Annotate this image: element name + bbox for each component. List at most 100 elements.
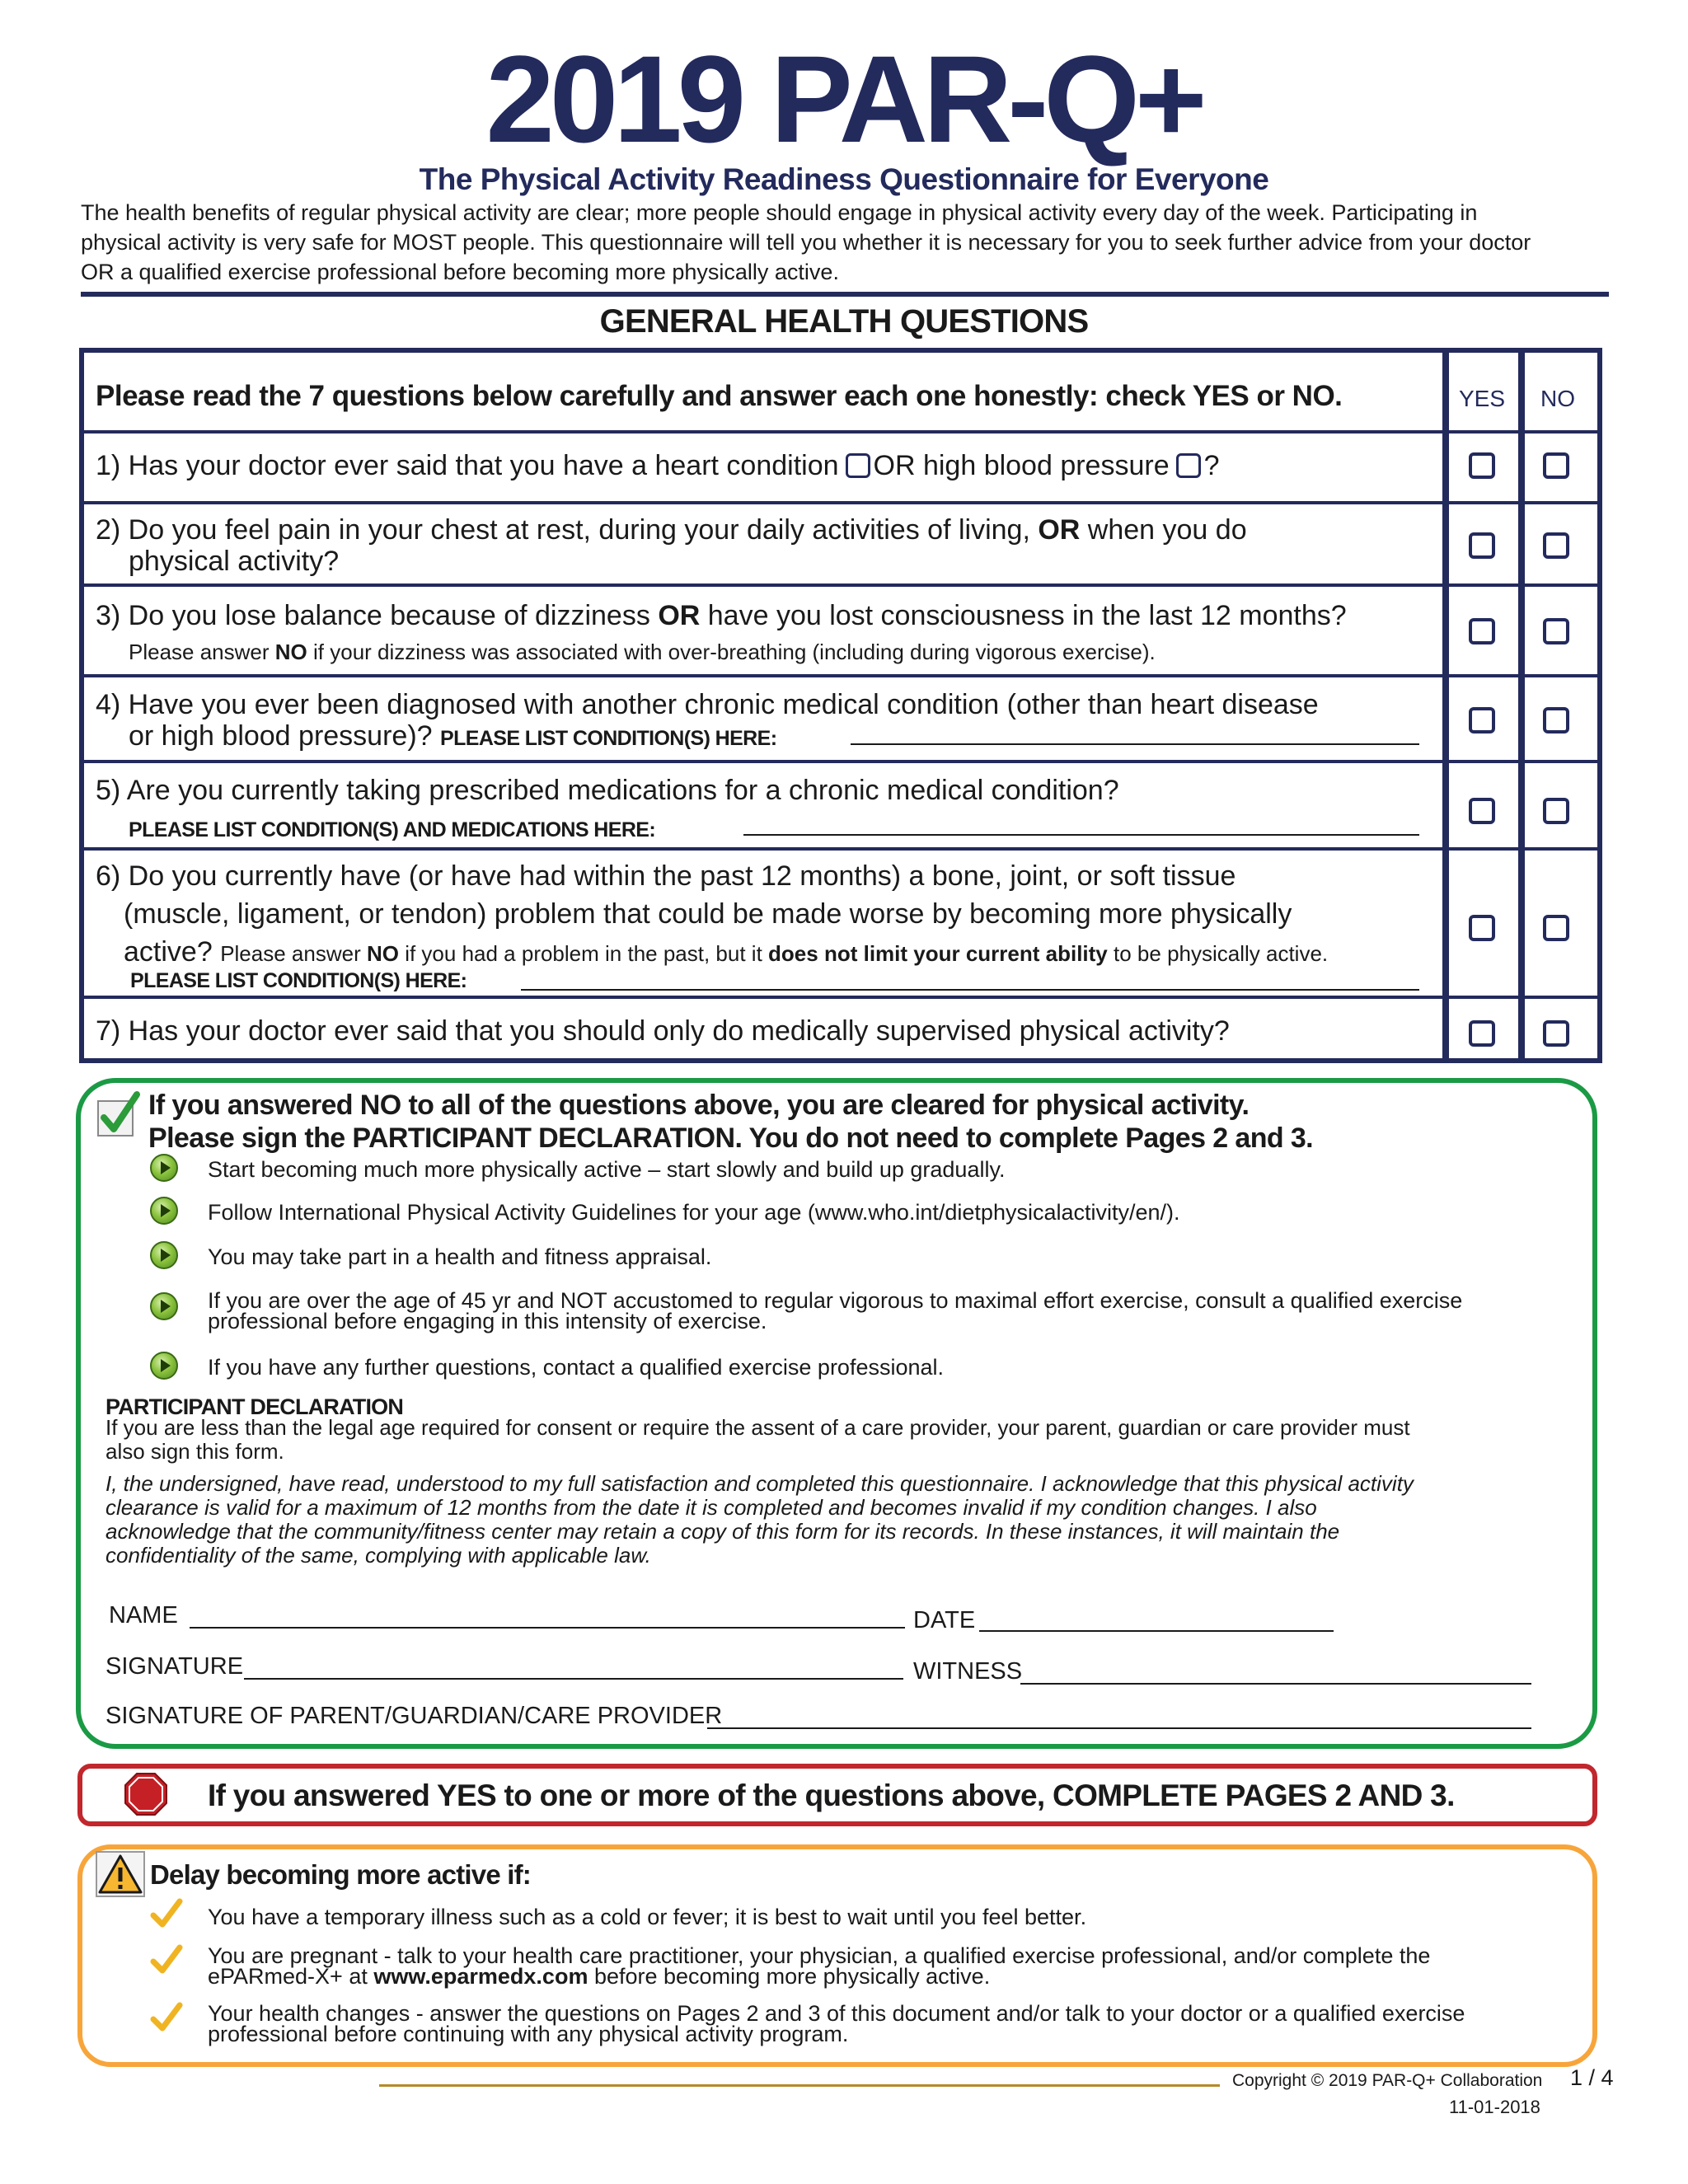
yellow-check-icon	[150, 1944, 183, 1974]
q1-no-checkbox[interactable]	[1543, 452, 1569, 479]
question-4-text-b: or high blood pressure)?	[129, 720, 433, 752]
question-4-list-field[interactable]	[851, 743, 1419, 745]
delay-item: You are pregnant - talk to your health c…	[208, 1943, 1559, 1989]
date-label: DATE	[913, 1607, 976, 1633]
q1-yes-checkbox[interactable]	[1469, 452, 1495, 479]
intro-paragraph: The health benefits of regular physical …	[81, 198, 1614, 287]
stop-sign-icon	[124, 1773, 167, 1816]
q4-no-checkbox[interactable]	[1543, 707, 1569, 733]
question-3-note: Please answer NO if your dizziness was a…	[96, 636, 1347, 668]
declaration-paragraph-2: I, the undersigned, have read, understoo…	[106, 1472, 1573, 1568]
question-7: 7) Has your doctor ever said that you sh…	[96, 1015, 1230, 1047]
question-2: 2) Do you feel pain in your chest at res…	[96, 514, 1247, 577]
copyright-notice: Copyright © 2019 PAR-Q+ Collaboration	[1232, 2071, 1543, 2090]
q2-yes-checkbox[interactable]	[1469, 532, 1495, 559]
q2-no-checkbox[interactable]	[1543, 532, 1569, 559]
note-no: NO	[366, 941, 399, 966]
question-6-list-field[interactable]	[521, 989, 1419, 991]
question-5: 5) Are you currently taking prescribed m…	[96, 775, 1119, 846]
question-1-text: 1) Has your doctor ever said that you ha…	[96, 450, 839, 481]
page-number: 1 / 4	[1570, 2065, 1614, 2090]
q3-no-checkbox[interactable]	[1543, 618, 1569, 644]
delay-item-line: professional before continuing with any …	[208, 2022, 849, 2046]
intro-line: physical activity is very safe for MOST …	[81, 230, 1531, 255]
delay-item-line: Your health changes - answer the questio…	[208, 2001, 1465, 2026]
high-blood-pressure-checkbox[interactable]	[1175, 453, 1201, 478]
question-5-list-field[interactable]	[743, 834, 1419, 836]
declaration-line: clearance is valid for a maximum of 12 m…	[106, 1495, 1317, 1520]
declaration-title: PARTICIPANT DECLARATION	[106, 1394, 404, 1419]
declaration-line: acknowledge that the community/fitness c…	[106, 1519, 1340, 1544]
q6-yes-checkbox[interactable]	[1469, 915, 1495, 941]
cleared-bullet: You may take part in a health and fitnes…	[208, 1244, 712, 1269]
question-3: 3) Do you lose balance because of dizzin…	[96, 600, 1347, 668]
question-1-text-c: ?	[1203, 450, 1220, 481]
play-bullet-icon	[150, 1352, 178, 1380]
declaration-line: also sign this form.	[106, 1439, 284, 1464]
play-bullet-icon	[150, 1292, 178, 1320]
question-1-text-b: OR high blood pressure	[873, 450, 1170, 481]
revision-date: 11-01-2018	[1449, 2097, 1540, 2117]
question-3-or: OR	[658, 600, 701, 631]
stop-message: If you answered YES to one or more of th…	[208, 1779, 1455, 1812]
note-bold: does not limit your current ability	[768, 941, 1108, 966]
note-text: Please answer	[220, 941, 361, 966]
eparmedx-link[interactable]: www.eparmedx.com	[373, 1964, 588, 1989]
warning-icon	[96, 1851, 145, 1897]
date-field[interactable]	[979, 1630, 1334, 1632]
delay-item: Your health changes - answer the questio…	[208, 2001, 1559, 2046]
signature-field[interactable]	[244, 1678, 903, 1680]
question-6-text: 6) Do you currently have (or have had wi…	[96, 860, 1236, 892]
q7-yes-checkbox[interactable]	[1469, 1020, 1495, 1047]
question-2-text-b: when you do	[1087, 514, 1247, 546]
play-bullet-icon	[150, 1154, 178, 1182]
yellow-check-icon	[150, 1898, 183, 1928]
yellow-check-icon	[150, 2002, 183, 2032]
question-2-or: OR	[1038, 514, 1081, 546]
table-instruction: Please read the 7 questions below carefu…	[96, 380, 1343, 412]
q7-no-checkbox[interactable]	[1543, 1020, 1569, 1047]
no-column-header: NO	[1540, 386, 1575, 411]
footer-divider	[379, 2084, 1220, 2087]
question-6-text-c: active?	[124, 936, 213, 968]
signature-label: SIGNATURE	[106, 1653, 244, 1680]
question-3-text-b: have you lost consciousness in the last …	[707, 600, 1347, 631]
question-4-text: 4) Have you ever been diagnosed with ano…	[96, 689, 1319, 720]
question-3-text: 3) Do you lose balance because of dizzin…	[96, 600, 650, 631]
question-2-text: 2) Do you feel pain in your chest at res…	[96, 514, 1030, 546]
q5-no-checkbox[interactable]	[1543, 798, 1569, 824]
delay-item-line: You are pregnant - talk to your health c…	[208, 1943, 1431, 1968]
green-check-icon	[97, 1091, 140, 1137]
q5-yes-checkbox[interactable]	[1469, 798, 1495, 824]
name-field[interactable]	[190, 1627, 905, 1629]
page-title: 2019 PAR-Q+	[485, 30, 1207, 168]
q4-yes-checkbox[interactable]	[1469, 707, 1495, 733]
question-6: 6) Do you currently have (or have had wi…	[96, 857, 1328, 972]
header-divider	[81, 292, 1609, 297]
note-text: if you had a problem in the past, but it	[405, 941, 762, 966]
q6-no-checkbox[interactable]	[1543, 915, 1569, 941]
declaration-line: I, the undersigned, have read, understoo…	[106, 1471, 1414, 1496]
question-6-note: Please answer NO if you had a problem in…	[220, 941, 1328, 966]
delay-panel	[77, 1844, 1597, 2067]
question-1: 1) Has your doctor ever said that you ha…	[96, 450, 1220, 481]
cleared-title: If you answered NO to all of the questio…	[148, 1090, 1250, 1121]
cleared-panel	[76, 1078, 1597, 1749]
section-title: GENERAL HEALTH QUESTIONS	[599, 303, 1090, 340]
q3-yes-checkbox[interactable]	[1469, 618, 1495, 644]
table-row-divider	[84, 501, 1597, 504]
declaration-paragraph-1: If you are less than the legal age requi…	[106, 1416, 1573, 1464]
note-text: to be physically active.	[1114, 941, 1329, 966]
table-row-divider	[84, 760, 1597, 763]
page-subtitle: The Physical Activity Readiness Question…	[419, 162, 1269, 196]
table-column-divider	[1518, 353, 1525, 1058]
cleared-bullet: Start becoming much more physically acti…	[208, 1157, 1006, 1182]
heart-condition-checkbox[interactable]	[845, 453, 870, 478]
delay-title: Delay becoming more active if:	[150, 1859, 532, 1890]
delay-item-line: ePARmed-X+ at	[208, 1964, 368, 1989]
guardian-signature-field[interactable]	[707, 1727, 1531, 1729]
question-4: 4) Have you ever been diagnosed with ano…	[96, 689, 1319, 754]
table-row-divider	[84, 996, 1597, 999]
note-text: if your dizziness was associated with ov…	[313, 640, 1156, 664]
witness-field[interactable]	[1020, 1683, 1531, 1685]
